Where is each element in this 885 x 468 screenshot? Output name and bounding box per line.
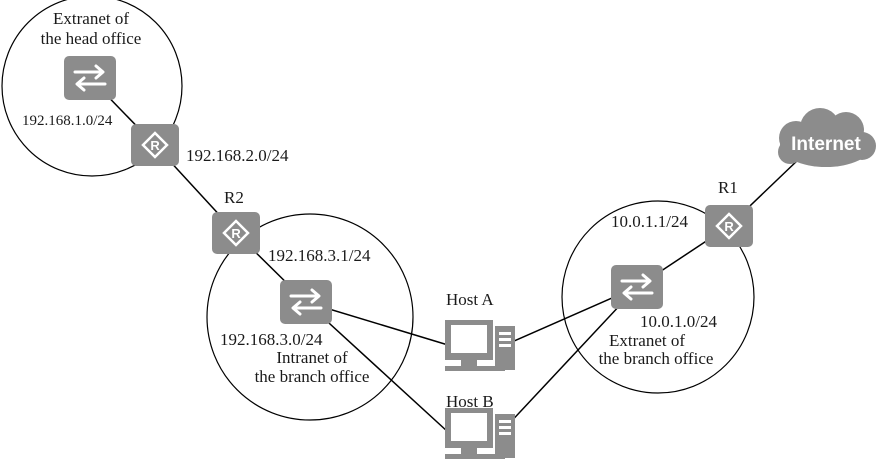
- branch-intranet-label-line1: Intranet of: [276, 348, 348, 367]
- internet-label: Internet: [791, 134, 861, 155]
- head-office-area: [1, 0, 183, 177]
- head-office-extranet-label-line1: Extranet of: [53, 9, 129, 28]
- branch-extranet-switch-icon: [611, 265, 663, 309]
- head-office-router-icon: [131, 124, 179, 166]
- r1-router-icon: [705, 205, 753, 247]
- host-b-computer-icon: [445, 408, 515, 459]
- head-router-subnet-label: 192.168.2.0/24: [186, 146, 289, 165]
- branch-intranet-area: [206, 213, 414, 421]
- branch-intranet-subnet-label: 192.168.3.0/24: [220, 330, 323, 349]
- r2-interface-label: 192.168.3.1/24: [268, 246, 371, 265]
- head-office-extranet-label-line2: the head office: [41, 29, 142, 48]
- links: [89, 77, 801, 433]
- branch-intranet-label-line2: the branch office: [255, 367, 370, 386]
- head-office-switch-icon: [64, 56, 116, 100]
- head-switch-subnet-label: 192.168.1.0/24: [22, 113, 113, 129]
- branch-extranet-label-line1: Extranet of: [609, 331, 685, 350]
- r2-name-label: R2: [224, 188, 244, 207]
- link-switch-host-b: [305, 301, 449, 433]
- host-b-label: Host B: [446, 392, 494, 411]
- branch-extranet-area: [561, 200, 755, 394]
- internet-cloud-icon: Internet: [778, 108, 876, 167]
- r2-router-icon: [212, 212, 260, 254]
- host-a-computer-icon: [445, 320, 515, 371]
- branch-intranet-switch-icon: [280, 280, 332, 324]
- r1-name-label: R1: [718, 178, 738, 197]
- link-host-b-extranet-switch: [504, 286, 638, 429]
- branch-extranet-label-line2: the branch office: [599, 349, 714, 368]
- host-a-label: Host A: [446, 290, 494, 309]
- branch-extranet-subnet-label: 10.0.1.0/24: [640, 312, 717, 331]
- r1-interface-label: 10.0.1.1/24: [611, 212, 688, 231]
